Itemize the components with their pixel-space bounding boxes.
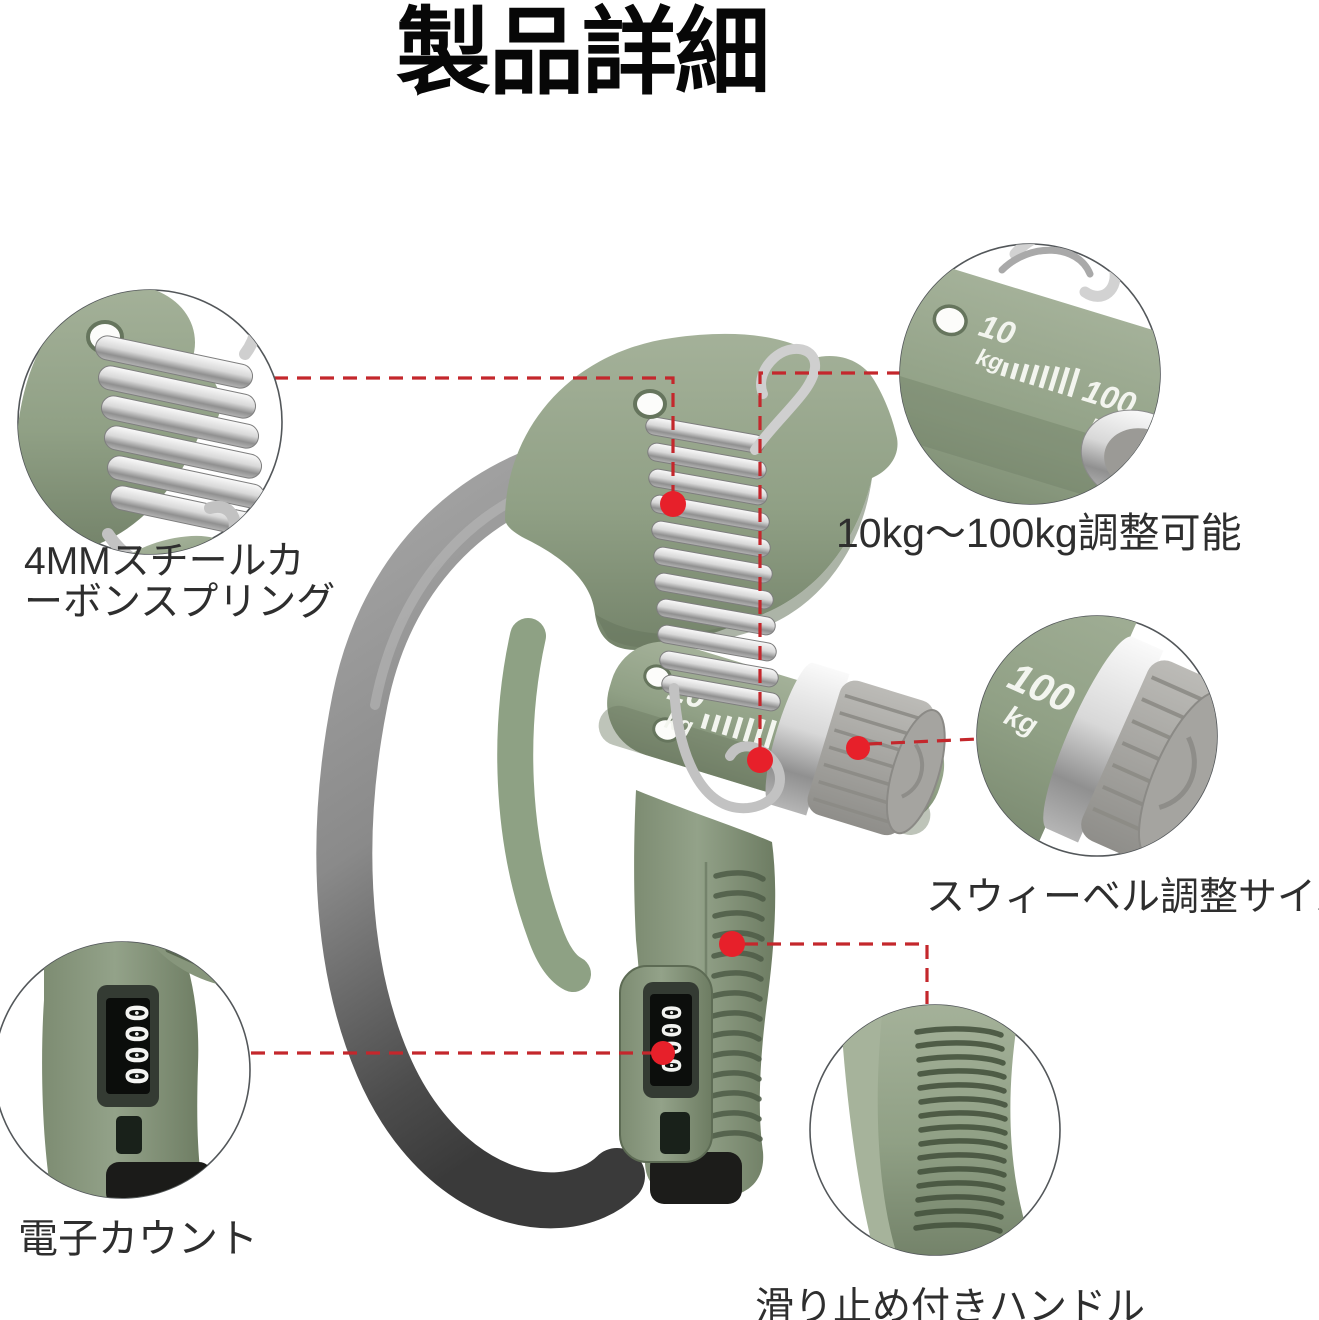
counter-slot <box>116 1116 142 1154</box>
callout-circle-grip <box>809 1004 1061 1256</box>
spring-bottom-hook <box>102 500 241 554</box>
label-spring-line1: 4MMスチールカ <box>24 540 305 583</box>
top-jaw-shadow <box>595 478 872 649</box>
label-spring: 4MMスチールカ ーボンスプリング <box>24 541 354 624</box>
spring-coil <box>645 416 781 712</box>
connector-spring <box>274 376 675 495</box>
connectors <box>251 371 979 1055</box>
label-counter: 電子カウント <box>18 1217 258 1261</box>
grip-loop-handle <box>316 440 645 1229</box>
spring-coil <box>94 335 269 539</box>
grip-ribs <box>913 1026 1008 1234</box>
spring-top-hook <box>750 344 821 455</box>
pointer-dot-swivel <box>846 736 870 760</box>
label-grip: 滑り止め付きハンドル <box>755 1286 1146 1320</box>
label-range: 10kg〜100kg調整可能 <box>836 510 1242 556</box>
pointer-dot-spring <box>660 491 686 517</box>
counter-screen <box>106 998 150 1094</box>
bottom-cap <box>650 1152 742 1204</box>
counter-digits: 0000 <box>118 1004 153 1088</box>
pointer-dots <box>651 491 870 1065</box>
pointer-dot-counter <box>651 1041 675 1065</box>
spring-bottom-hook <box>669 683 785 814</box>
handle-green-inlay <box>497 618 591 992</box>
label-swivel: スウィーベル調整サイズ <box>926 876 1319 919</box>
rivet-hole <box>932 304 968 337</box>
pointer-dot-range <box>747 747 773 773</box>
counter-slot <box>660 1112 690 1154</box>
label-spring-line2: ーボンスプリング <box>24 581 336 625</box>
callout-circle-counter: 0000 <box>0 941 251 1199</box>
page-title: 製品詳細 <box>396 0 770 106</box>
counter-digits: 0000 <box>655 1005 685 1076</box>
connector-range <box>758 371 901 752</box>
pointer-dot-grip <box>719 931 745 957</box>
rivet-hole <box>633 389 667 419</box>
callout-circle-swivel: 100 kg <box>976 615 1218 857</box>
hand-gripper: 0000 10 kg 100 kg <box>316 333 946 1229</box>
bottom-cap <box>106 1162 212 1198</box>
connector-swivel <box>867 737 979 746</box>
